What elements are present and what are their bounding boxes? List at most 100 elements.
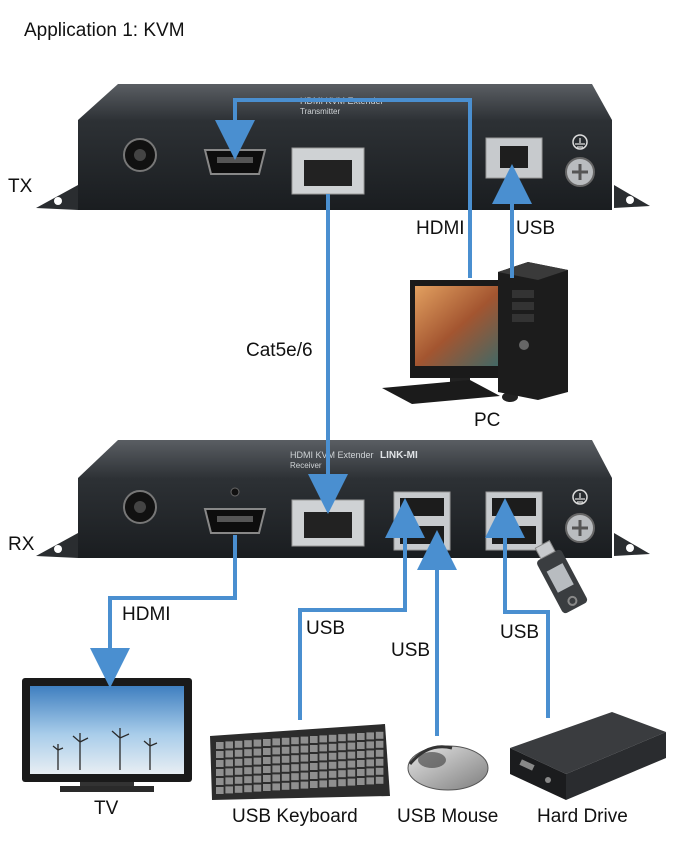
keyboard-key [216,769,224,776]
keyboard-key [281,782,290,790]
keyboard-key [291,746,299,754]
tx-label: TX [8,176,33,197]
keyboard-key [328,752,337,760]
usb-keyboard [210,724,390,800]
keyboard-key [234,776,243,784]
keyboard-key [338,770,346,778]
keyboard-key [366,741,374,749]
keyboard-key [319,771,327,779]
keyboard-key [310,736,318,743]
tx-extender: HDMI KVM Extender Transmitter [36,84,650,210]
keyboard-key [253,775,262,783]
keyboard-key [291,755,299,763]
keyboard-key [366,759,374,767]
keyboard-key [216,778,224,785]
keyboard-key [375,749,384,757]
diagram-title: Application 1: KVM [24,20,185,41]
usb-mouse [407,745,489,791]
keyboard-key [347,733,356,741]
keyboard-key [225,786,233,794]
keyboard-key [328,770,337,778]
keyboard-key [366,732,374,740]
device-label-hard-drive: Hard Drive [537,806,628,827]
rx-label: RX [8,534,35,555]
keyboard-key [263,757,271,764]
keyboard-key [263,766,271,773]
keyboard-key [253,757,262,765]
keyboard-key [234,767,243,775]
keyboard-key [357,733,365,740]
keyboard-key [225,768,233,776]
keyboard-key [281,746,290,754]
keyboard-key [281,773,290,781]
keyboard-key [281,764,290,772]
cable-usb-drive [485,498,550,718]
keyboard-key [357,742,365,749]
cable-label-usb-pc: USB [516,218,556,239]
usb-flash-drive [534,539,588,614]
keyboard-key [216,760,224,767]
keyboard-key [272,756,280,764]
keyboard-key [366,750,374,758]
keyboard-key [338,779,346,787]
keyboard-key [291,773,299,781]
keyboard-key [328,779,337,787]
pc-tower [498,262,568,400]
device-label-mouse: USB Mouse [397,806,499,827]
keyboard-key [366,777,374,785]
keyboard-key [300,736,309,744]
cable-label-hdmi-pc: HDMI [416,218,465,239]
cable-label-usb-drive: USB [500,622,540,643]
keyboard-key [300,763,309,771]
keyboard-key [291,737,299,745]
rx-ground-icon [572,489,588,505]
cable-hdmi-tv [90,535,237,688]
keyboard-key [291,764,299,772]
keyboard-key [375,776,384,784]
rx-brand-text: HDMI KVM Extender [290,450,374,460]
keyboard-key [347,751,356,759]
keyboard-key [347,778,356,786]
keyboard-key [272,765,280,773]
keyboard-key [225,777,233,785]
keyboard-key [225,759,233,767]
keyboard-key [244,758,252,766]
keyboard-key [263,739,271,746]
keyboard-key [328,743,337,751]
keyboard-key [375,731,384,739]
keyboard-key [310,763,318,770]
keyboard-key [338,734,346,742]
keyboard-key [272,738,280,746]
keyboard-key [244,767,252,775]
keyboard-key [347,769,356,777]
keyboard-key [300,772,309,780]
keyboard-key [234,758,243,766]
keyboard-key [319,735,327,743]
hard-drive [510,712,666,800]
keyboard-key [310,754,318,761]
keyboard-key [375,758,384,766]
keyboard-key [357,760,365,767]
keyboard-key [272,783,280,791]
keyboard-key [375,740,384,748]
keyboard-key [281,755,290,763]
cable-label-usb-keyboard: USB [306,618,346,639]
keyboard-key [328,734,337,742]
keyboard-key [272,747,280,755]
keyboard-key [347,760,356,768]
keyboard-key [216,742,224,749]
keyboard-key [263,748,271,755]
tv-stand [60,786,154,792]
keyboard-key [319,780,327,788]
keyboard-key [300,745,309,753]
tx-brand-sub: Transmitter [300,107,340,116]
pc-keyboard [382,380,500,404]
keyboard-key [253,766,262,774]
keyboard-key [300,781,309,789]
keyboard-key [244,785,252,793]
keyboard-key [310,745,318,752]
keyboard-key [338,743,346,751]
keyboard-key [357,769,365,776]
tx-ground-icon [572,134,588,150]
